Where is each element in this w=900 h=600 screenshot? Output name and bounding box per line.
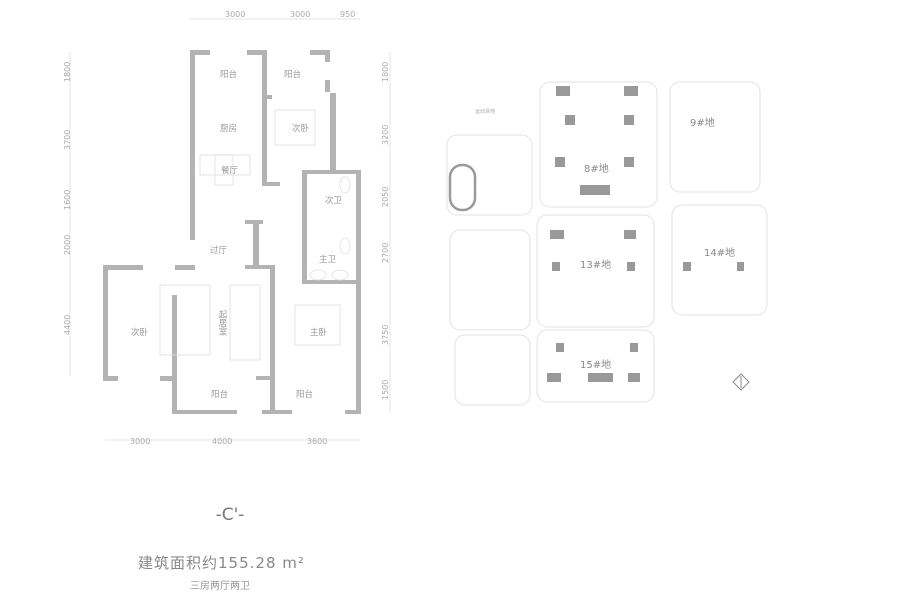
dim-bottom-3: 3600 <box>307 437 327 446</box>
layout-description: 三房两厅两卫 <box>190 581 250 592</box>
room-label-balcony-master: 阳台 <box>296 389 313 400</box>
dim-right-3: 2050 <box>381 187 390 207</box>
room-label-living: 起居室 <box>217 310 227 336</box>
dim-left-3: 1600 <box>63 190 72 210</box>
lot-label-9: 9#地 <box>690 116 715 129</box>
dim-left-1: 1800 <box>63 62 72 82</box>
room-label-master-bedroom: 主卧 <box>310 327 328 338</box>
room-label-master-bath: 主卫 <box>319 254 337 265</box>
room-label-hall: 过厅 <box>210 245 228 256</box>
room-label-dining: 餐厅 <box>221 166 239 176</box>
site-sports-label: 运动场地 <box>475 108 495 115</box>
dim-left-2: 3700 <box>63 130 72 150</box>
walls <box>103 50 361 414</box>
building-area-text: 建筑面积约155.28 m² <box>138 554 305 572</box>
room-label-second-bath: 次卫 <box>325 195 343 206</box>
dimension-lines <box>69 18 391 441</box>
dim-right-1: 1800 <box>381 62 390 82</box>
north-arrow-icon <box>732 373 750 391</box>
lot-label-15: 15#地 <box>580 358 611 371</box>
dim-left-5: 4400 <box>63 315 72 335</box>
dim-right-6: 1500 <box>381 380 390 400</box>
dim-right-5: 3750 <box>381 325 390 345</box>
room-label-balcony-bedroom: 阳台 <box>284 69 301 80</box>
site-plan: 8#地 9#地 13#地 14#地 15#地 运动场地 <box>446 81 768 406</box>
dim-top-2: 3000 <box>290 10 310 19</box>
lot-label-14: 14#地 <box>704 246 735 259</box>
plan-type-label: -C'- <box>215 505 245 525</box>
furniture <box>159 109 351 361</box>
dim-bottom-2: 4000 <box>212 437 232 446</box>
dim-right-2: 3200 <box>381 125 390 145</box>
room-label-balcony-kitchen: 阳台 <box>220 69 237 80</box>
room-label-second-bedroom-left: 次卧 <box>131 327 149 338</box>
dim-right-4: 2700 <box>381 243 390 263</box>
dim-top-3: 950 <box>340 10 355 19</box>
room-label-second-bedroom-top: 次卧 <box>292 123 310 134</box>
lot-label-8: 8#地 <box>584 162 609 175</box>
dim-left-4: 2000 <box>63 235 72 255</box>
dim-bottom-1: 3000 <box>130 437 150 446</box>
room-label-kitchen: 厨房 <box>220 123 237 134</box>
lot-label-13: 13#地 <box>580 258 611 271</box>
room-label-balcony-living: 阳台 <box>211 389 228 400</box>
dim-top-1: 3000 <box>225 10 245 19</box>
